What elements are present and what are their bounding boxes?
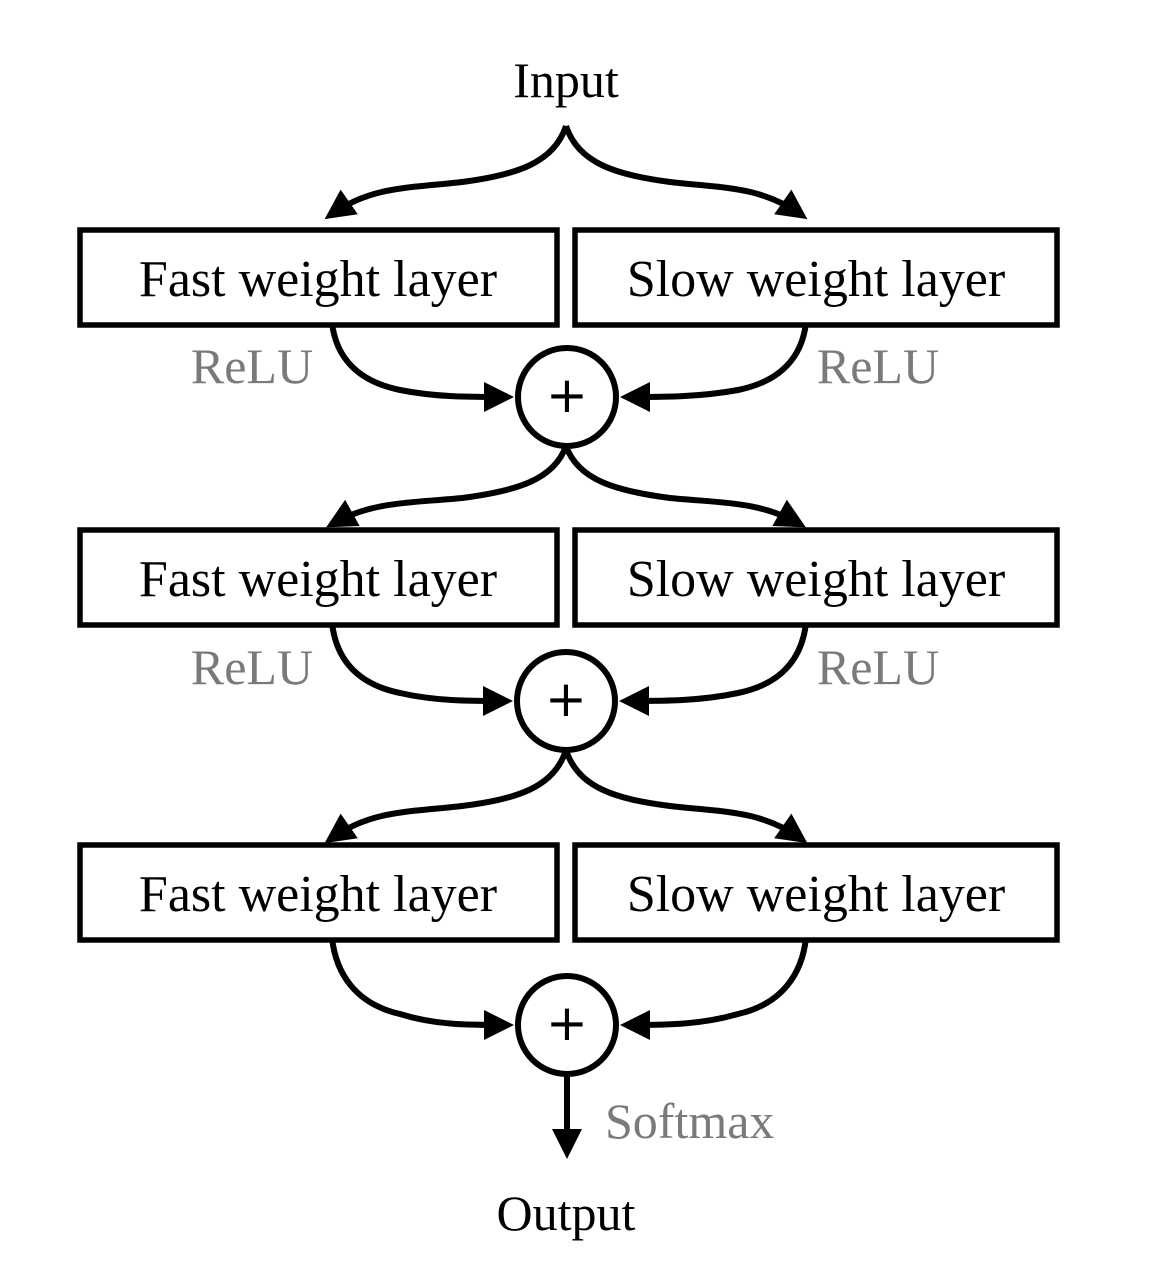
slow-weight-layer-label-3: Slow weight layer (627, 866, 1005, 923)
relu-label-right-1: ReLU (817, 338, 939, 394)
plus-sign-2: + (545, 670, 587, 728)
sum-node-3 (515, 973, 619, 1077)
arrow-sum-1-to-fast-2 (326, 444, 569, 528)
sum-node-1 (515, 345, 619, 449)
fast-weight-layer-label-1: Fast weight layer (139, 251, 497, 308)
slow-weight-layer-label-1: Slow weight layer (627, 251, 1005, 308)
plus-sign-1: + (546, 366, 588, 424)
fast-weight-layer-label-2: Fast weight layer (139, 551, 497, 608)
softmax-label: Softmax (605, 1093, 774, 1149)
arrow-input-to-slow-1 (563, 124, 808, 220)
fast-weight-layer-label-3: Fast weight layer (139, 866, 497, 923)
sum-node-2 (514, 649, 618, 753)
arrow-slow-2-to-sum-2 (619, 622, 809, 716)
arrow-sum-2-to-slow-3 (563, 749, 808, 844)
slow-weight-layer-box-2 (572, 527, 1060, 628)
fast-weight-layer-box-3 (77, 842, 560, 943)
plus-sign-3: + (546, 994, 588, 1052)
output-label: Output (497, 1185, 636, 1241)
arrow-fast-2-to-sum-2 (329, 622, 513, 716)
relu-label-left-2: ReLU (191, 639, 313, 695)
arrow-input-to-fast-1 (324, 124, 569, 220)
slow-weight-layer-box-1 (572, 227, 1060, 328)
arrow-fast-3-to-sum-3 (329, 937, 514, 1040)
arrow-sum-1-to-slow-2 (563, 444, 806, 528)
arrow-sum-2-to-fast-3 (324, 749, 569, 844)
slow-weight-layer-box-3 (572, 842, 1060, 943)
arrow-fast-1-to-sum-1 (329, 322, 514, 412)
input-label: Input (513, 52, 619, 108)
relu-label-right-2: ReLU (817, 639, 939, 695)
arrow-slow-3-to-sum-3 (620, 937, 809, 1040)
relu-label-left-1: ReLU (191, 338, 313, 394)
fast-weight-layer-box-2 (77, 527, 560, 628)
arrow-slow-1-to-sum-1 (620, 322, 809, 412)
slow-weight-layer-label-2: Slow weight layer (627, 551, 1005, 608)
fast-weight-layer-box-1 (77, 227, 560, 328)
